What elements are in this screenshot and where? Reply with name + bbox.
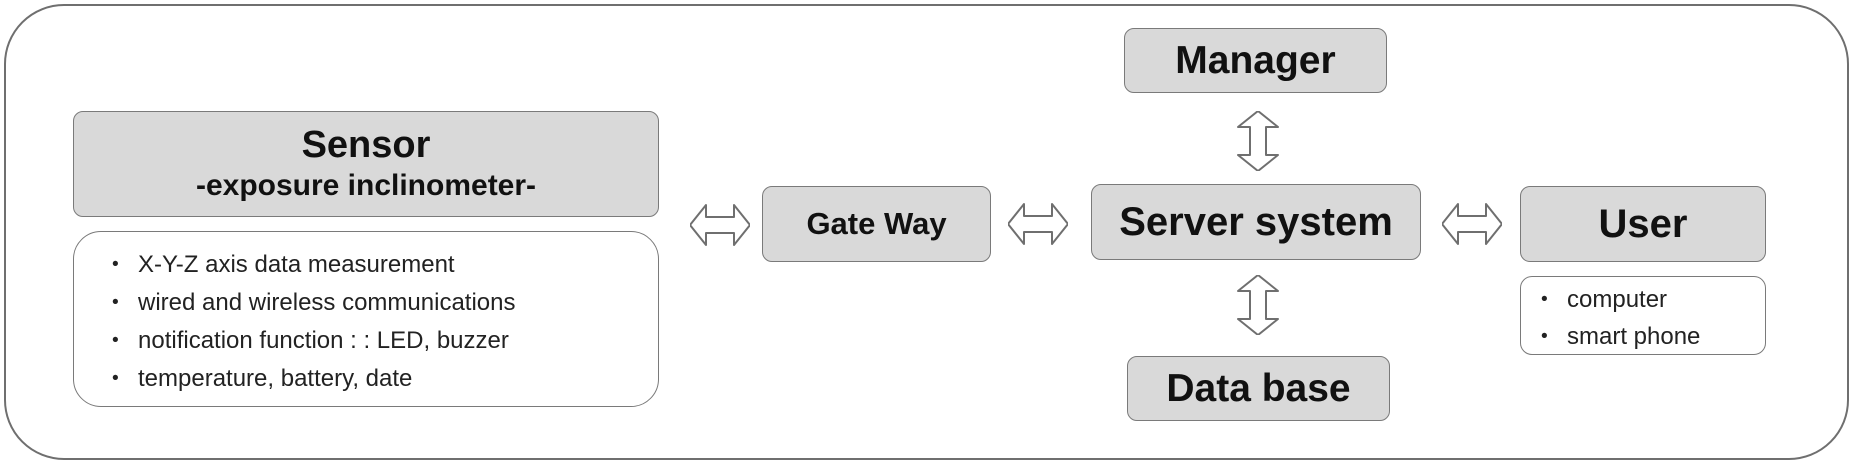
server-system-box: Server system [1091, 184, 1421, 260]
manager-label: Manager [1175, 38, 1336, 82]
gateway-box: Gate Way [762, 186, 991, 262]
sensor-title: Sensor [301, 124, 431, 166]
sensor-subtitle: -exposure inclinometer- [195, 169, 537, 202]
double-arrow-horizontal-icon [1442, 196, 1502, 252]
user-label: User [1598, 201, 1688, 246]
sensor-box: Sensor -exposure inclinometer- [73, 111, 659, 217]
sensor-feature-item: wired and wireless communications [98, 284, 658, 322]
user-device-list: computer smart phone [1520, 276, 1766, 355]
sensor-feature-item: temperature, battery, date [98, 360, 658, 398]
user-device-item: smart phone [1527, 318, 1765, 355]
double-arrow-horizontal-icon [1008, 196, 1068, 252]
sensor-feature-item: X-Y-Z axis data measurement [98, 246, 658, 284]
user-box: User [1520, 186, 1766, 262]
double-arrow-vertical-icon [1230, 275, 1286, 335]
sensor-feature-list: X-Y-Z axis data measurement wired and wi… [73, 231, 659, 407]
sensor-feature-item: notification function : : LED, buzzer [98, 322, 658, 360]
user-device-item: computer [1527, 281, 1765, 318]
database-box: Data base [1127, 356, 1390, 421]
server-system-label: Server system [1119, 199, 1393, 244]
double-arrow-horizontal-icon [690, 197, 750, 253]
manager-box: Manager [1124, 28, 1387, 93]
gateway-label: Gate Way [806, 206, 947, 241]
double-arrow-vertical-icon [1230, 111, 1286, 171]
database-label: Data base [1166, 366, 1351, 410]
